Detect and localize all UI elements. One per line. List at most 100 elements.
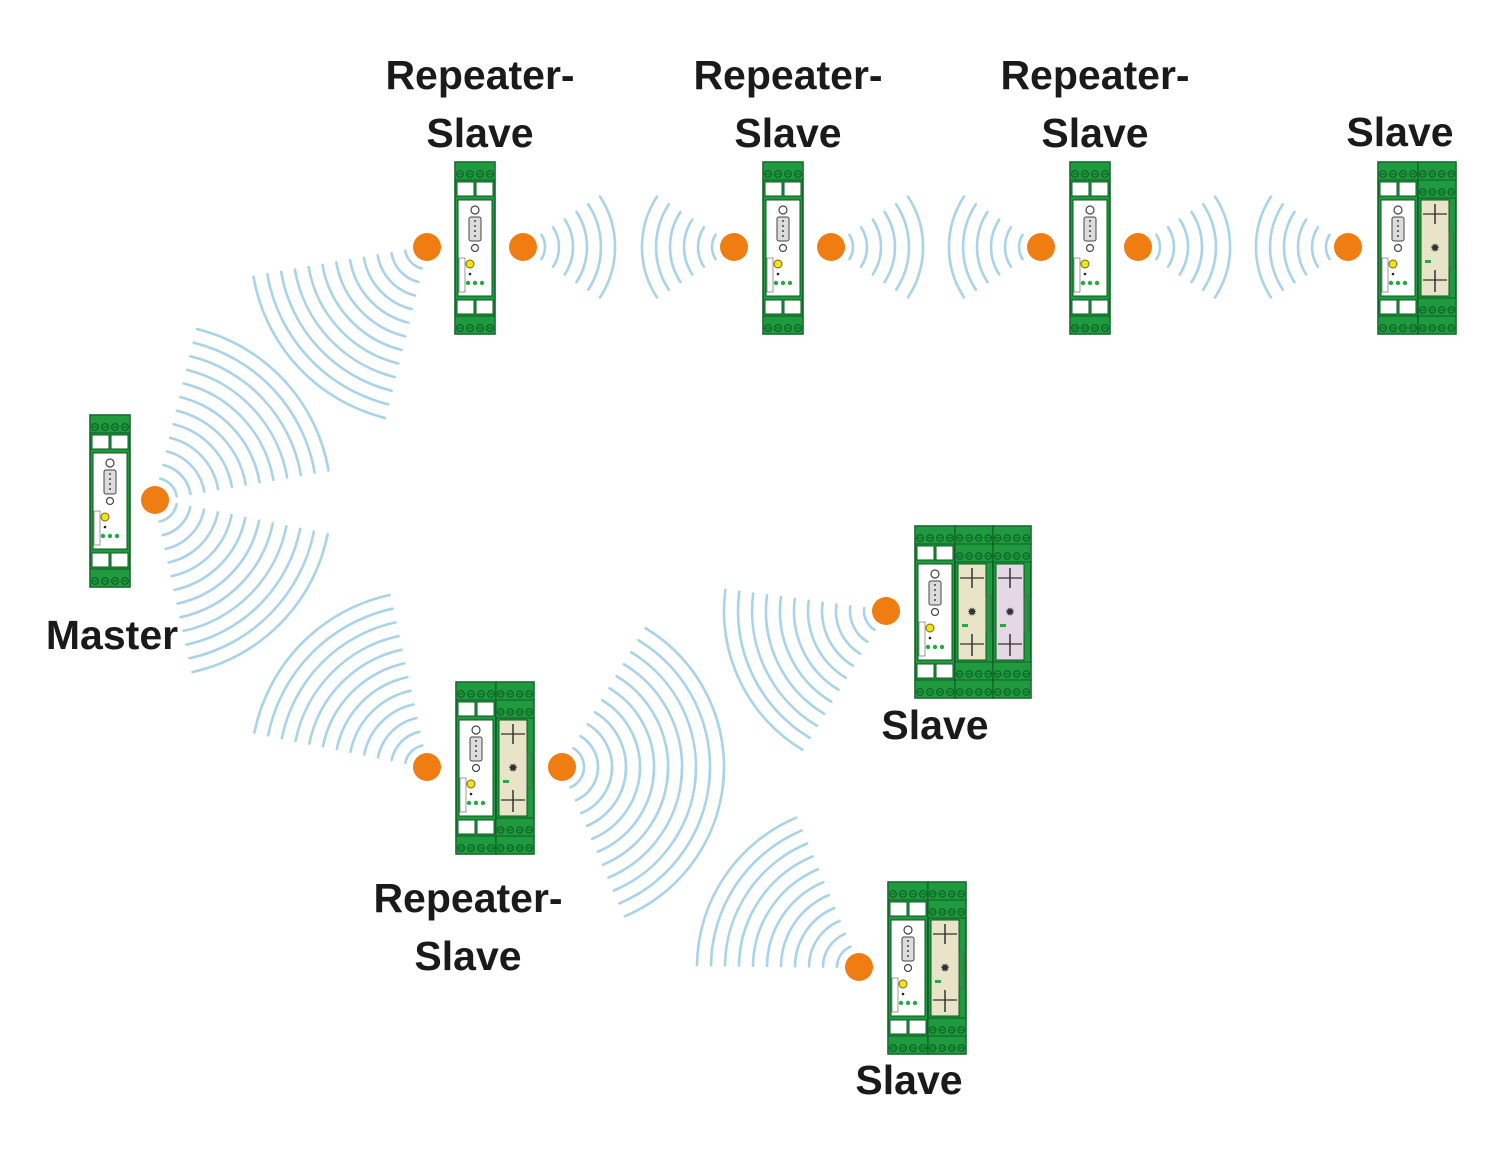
screw-terminal [1022,534,1030,542]
wave-arc [189,355,303,477]
screw-terminal [486,170,494,178]
wave-arc [280,621,397,740]
screw-terminal [525,844,533,852]
screw-terminal [121,423,129,431]
rotary-switch-icon [466,779,476,789]
screw-terminal [506,844,514,852]
brand-label [958,951,965,989]
wave-arc [335,261,407,338]
screw-terminal [929,1026,937,1034]
front-panel [1380,199,1416,297]
wave-arc [601,767,670,866]
screw-terminal [111,423,119,431]
wave-arc [1166,226,1176,268]
nut-icon [778,243,788,253]
screw-terminal [1081,324,1089,332]
screw-terminal [956,552,964,560]
connector-pin [907,955,909,957]
radio-link-rs_bottom-to-slave_bottom [569,766,852,968]
label-master: Master [22,606,202,664]
gear-icon: ✹ [508,761,518,775]
sub-d-connector-icon [469,736,483,762]
wave-arc [307,265,400,365]
label-slave-bottom: Slave [839,1051,979,1109]
rotary-switch-icon [1080,259,1090,269]
connector-pin [934,589,936,591]
wave-arc [169,436,220,491]
screw-terminal [516,826,524,834]
screw-terminal [965,534,973,542]
screw-terminal [784,324,792,332]
screw-terminal [1003,670,1011,678]
wave-arc [835,945,852,968]
screw-terminal [994,688,1002,696]
wave-arc [175,409,247,486]
wave-arc [723,842,809,967]
screw-terminal [497,844,505,852]
radio-link-rs3-to-slave_top [1155,195,1331,299]
screw-terminal [121,577,129,585]
wave-arc [1282,210,1296,284]
wave-arc [188,530,316,660]
antenna-connector-icon [471,725,481,735]
label-repeater-slave-2: Repeater- Slave [683,46,893,162]
connector-pin [907,940,909,942]
wave-arc [575,210,589,284]
wave-arc [682,218,694,276]
io-led [962,624,968,627]
screw-terminal [101,577,109,585]
label-slot [1090,299,1109,315]
wave-arc [722,588,804,752]
wave-arc [668,210,682,284]
wave-arc [191,533,329,674]
wave-arc [390,730,421,762]
brand-label [891,977,899,1013]
status-led [100,533,106,539]
label-slot [1398,299,1417,315]
screw-terminal [516,844,524,852]
connector-pin [934,599,936,601]
status-led [898,1000,904,1006]
brand-label [985,595,992,633]
screw-terminal [957,890,965,898]
screw-terminal [516,690,524,698]
status-dot [103,525,107,529]
wave-arc [637,638,712,788]
screw-terminal [1022,670,1030,678]
antenna-dot [845,953,873,981]
screw-terminal [466,170,474,178]
screw-terminal [101,423,109,431]
label-line2: Slave [1041,110,1149,156]
wave-arc [834,603,862,656]
antenna-dot [872,597,900,625]
wave-arc [975,210,989,284]
screw-terminal [957,1026,965,1034]
connector-pin [474,230,476,232]
label-slot [476,701,495,717]
terminal-block [89,414,131,434]
label-slot [764,181,783,197]
device-rs3 [1069,161,1111,335]
label-slot [908,1019,927,1035]
wave-arc [696,226,706,268]
wave-arc [404,249,423,270]
antenna-connector-icon [903,925,913,935]
wave-arc [871,218,883,276]
connector-pin [1089,225,1091,227]
screw-terminal [957,1044,965,1052]
device-slave_bottom: ✹ [887,881,967,1055]
connector-pin [1397,230,1399,232]
wave-arc [751,868,820,967]
connector-pin [475,750,477,752]
gear-icon: ✹ [1430,241,1440,255]
wave-arc [376,254,417,297]
screw-terminal [1447,188,1455,196]
label-slot [110,434,129,450]
label-slot [935,663,954,679]
screw-terminal [938,908,946,916]
screw-terminal [916,534,924,542]
device-rs_bottom: ✹ [455,681,535,855]
screw-terminal [456,324,464,332]
screw-terminal [889,1044,897,1052]
